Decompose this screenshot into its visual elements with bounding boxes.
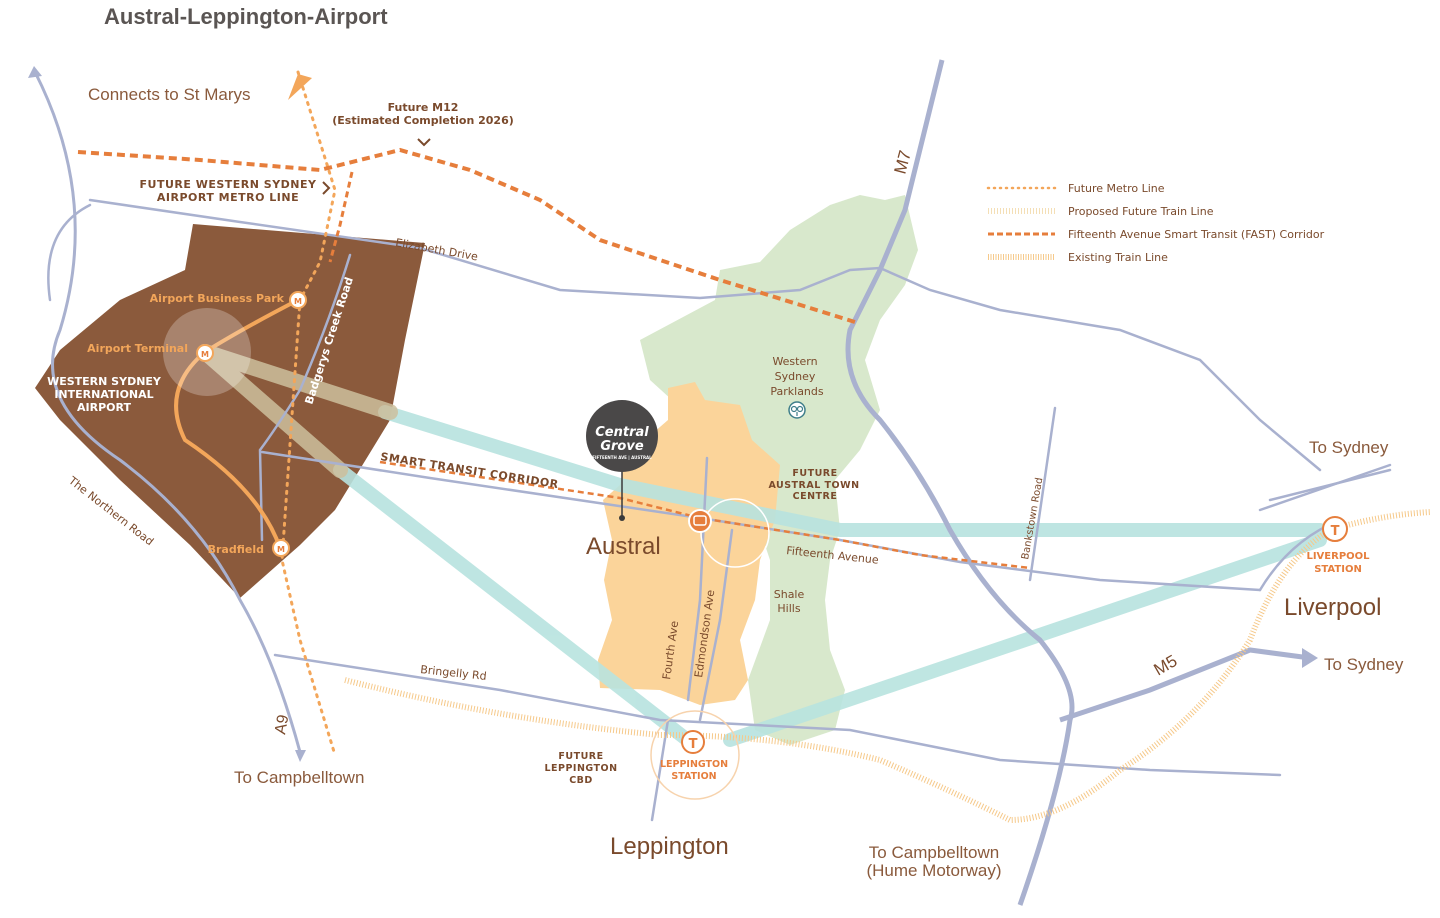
m5-arrow-icon xyxy=(1302,648,1318,668)
label-liverpool-station-2: STATION xyxy=(1314,564,1362,575)
label-parklands-3: Parklands xyxy=(770,385,824,398)
legend-label: Existing Train Line xyxy=(1068,251,1168,264)
metro-station-bradfield[interactable]: M xyxy=(272,539,290,557)
train-station-liverpool[interactable]: T xyxy=(1322,516,1348,542)
a9-arrow-icon xyxy=(295,750,306,762)
label-m7: M7 xyxy=(891,148,915,176)
metro-m-icon: M xyxy=(294,297,302,306)
metro-m-icon: M xyxy=(277,545,285,554)
road-to-sydney-top xyxy=(1258,463,1392,512)
label-airport-business-park: Airport Business Park xyxy=(150,292,285,305)
label-to-campbelltown: To Campbelltown xyxy=(234,768,364,787)
bankstown-road xyxy=(1028,406,1057,582)
airport-metro-line xyxy=(174,298,299,549)
legend-label: Proposed Future Train Line xyxy=(1068,205,1214,218)
airport-connection-band-1 xyxy=(197,344,398,420)
label-future-leppington-2: LEPPINGTON xyxy=(544,763,617,774)
central-grove-subtitle: FIFTEENTH AVE | AUSTRAL xyxy=(592,455,652,460)
parklands-tree-icon xyxy=(788,401,806,419)
badgerys-creek-road xyxy=(258,253,352,542)
edmondson-ave-road xyxy=(698,528,734,722)
label-connects-st-marys: Connects to St Marys xyxy=(88,85,251,104)
teal-band-leppington-liverpool xyxy=(723,533,1327,747)
label-leppington-station-2: STATION xyxy=(671,771,716,782)
train-station-leppington[interactable]: T xyxy=(681,730,705,754)
future-m12 xyxy=(77,147,856,324)
m7-motorway xyxy=(845,59,1075,906)
label-shale-1: Shale xyxy=(774,588,805,601)
existing-train-line xyxy=(344,509,1431,824)
m5-motorway xyxy=(1059,647,1311,723)
label-shale-2: Hills xyxy=(777,602,800,615)
label-to-sydney-bottom: To Sydney xyxy=(1324,655,1404,674)
central-grove-pin[interactable]: Central Grove FIFTEENTH AVE | AUSTRAL xyxy=(586,400,658,521)
label-to-campbelltown-hume-2: (Hume Motorway) xyxy=(866,861,1001,880)
map-title: Austral-Leppington-Airport xyxy=(104,4,388,29)
chevron-down-icon xyxy=(417,138,431,147)
label-bradfield: Bradfield xyxy=(208,543,264,556)
fifteenth-avenue-road xyxy=(260,450,1262,592)
label-m12-completion: (Estimated Completion 2026) xyxy=(332,114,514,127)
label-leppington: Leppington xyxy=(610,833,729,860)
elizabeth-drive xyxy=(88,198,1322,472)
label-parklands-2: Sydney xyxy=(775,370,816,383)
fast-corridor xyxy=(379,460,1031,570)
north-arrow-icon xyxy=(28,66,42,78)
bringelly-rd xyxy=(273,653,1282,777)
legend-label: Fifteenth Avenue Smart Transit (FAST) Co… xyxy=(1068,228,1325,241)
label-to-sydney-top: To Sydney xyxy=(1309,438,1389,457)
leppington-road-south xyxy=(650,718,670,822)
legend-label: Future Metro Line xyxy=(1068,182,1165,195)
western-sydney-airport-area xyxy=(35,224,425,598)
chevron-right-icon xyxy=(322,181,331,195)
label-airport-metro-line-2: AIRPORT METRO LINE xyxy=(157,191,299,204)
northern-road xyxy=(33,71,302,753)
m12-spur xyxy=(328,171,354,263)
airport-connection-band-2 xyxy=(197,344,348,478)
label-wsi-airport-2: INTERNATIONAL xyxy=(54,388,153,401)
label-town-centre-2: AUSTRAL TOWN xyxy=(768,480,859,491)
st-marys-arrow-icon xyxy=(288,74,312,100)
label-to-campbelltown-hume-1: To Campbelltown xyxy=(869,843,999,862)
teal-band-airport-liverpool xyxy=(378,405,1327,537)
label-future-leppington-3: CBD xyxy=(569,775,593,786)
label-future-m12: Future M12 xyxy=(388,101,459,114)
label-wsi-airport-3: AIRPORT xyxy=(77,401,131,414)
metro-station-airport-business-park[interactable]: M xyxy=(289,291,307,309)
central-grove-logo-line2: Grove xyxy=(600,439,643,454)
label-a9: A9 xyxy=(272,713,292,735)
label-leppington-station-1: LEPPINGTON xyxy=(660,759,728,770)
label-parklands-1: Western xyxy=(772,355,817,368)
label-liverpool: Liverpool xyxy=(1284,594,1381,621)
bus-icon xyxy=(693,515,707,526)
label-town-centre-1: FUTURE xyxy=(792,468,837,479)
legend: Future Metro Line Proposed Future Train … xyxy=(986,182,1325,264)
label-bankstown-road: Bankstown Road xyxy=(1020,477,1045,561)
metro-station-airport-terminal[interactable]: M xyxy=(196,344,214,362)
fourth-ave-road xyxy=(686,456,709,702)
teal-band-airport-leppington xyxy=(333,463,697,749)
metro-m-icon: M xyxy=(201,350,209,359)
train-t-icon: T xyxy=(689,737,698,752)
austral-town-centre-marker[interactable] xyxy=(688,509,712,533)
label-austral: Austral xyxy=(586,533,661,560)
central-grove-logo-line1: Central xyxy=(595,425,649,440)
label-future-leppington-1: FUTURE xyxy=(558,751,603,762)
label-airport-terminal: Airport Terminal xyxy=(87,342,188,355)
label-wsi-airport-1: WESTERN SYDNEY xyxy=(47,375,162,388)
label-liverpool-station-1: LIVERPOOL xyxy=(1306,551,1370,562)
leppington-station-ring xyxy=(650,710,740,800)
train-t-icon: T xyxy=(1331,524,1340,539)
label-airport-metro-line-1: FUTURE WESTERN SYDNEY xyxy=(140,178,318,191)
label-m5: M5 xyxy=(1151,651,1181,679)
label-town-centre-3: CENTRE xyxy=(793,491,838,502)
ring-road-west xyxy=(47,203,92,302)
austral-town-centre-ring xyxy=(700,498,770,568)
